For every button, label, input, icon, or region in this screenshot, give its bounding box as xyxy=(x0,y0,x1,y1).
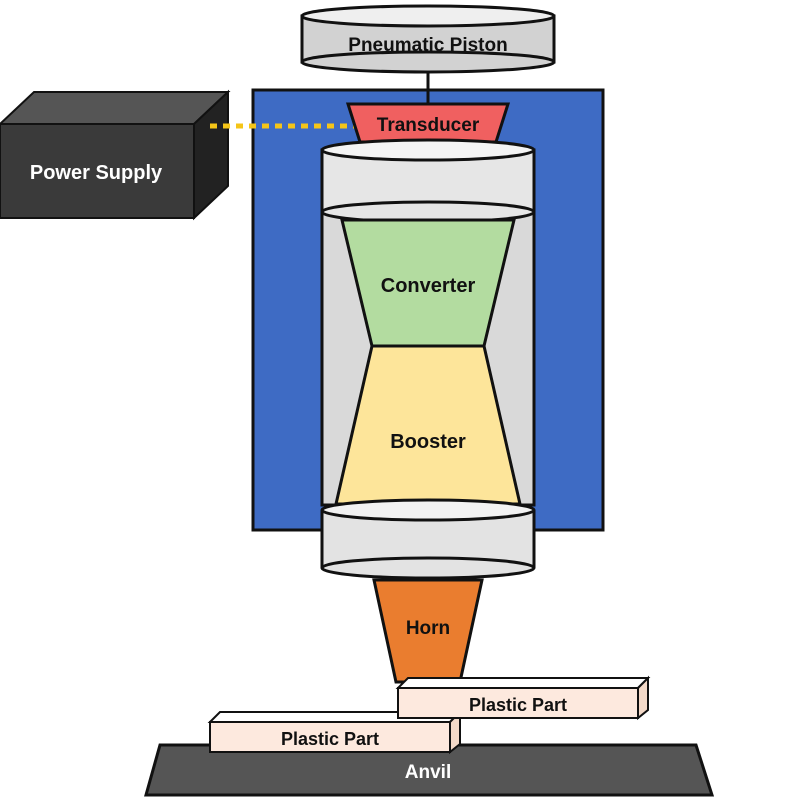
lower-cylinder xyxy=(320,498,536,580)
transducer-label: Transducer xyxy=(377,115,480,136)
horn-label: Horn xyxy=(406,618,450,639)
transducer: Transducer xyxy=(345,102,511,144)
pneumatic-piston: Pneumatic Piston xyxy=(300,4,556,74)
anvil-label: Anvil xyxy=(405,762,451,783)
plastic-part-bottom-label: Plastic Part xyxy=(281,729,379,749)
plastic-part-top-label: Plastic Part xyxy=(469,695,567,715)
booster-label: Booster xyxy=(390,431,466,453)
power-supply-label: Power Supply xyxy=(30,162,163,184)
horn: Horn xyxy=(372,578,484,684)
power-supply: Power Supply xyxy=(0,89,231,221)
booster: Booster xyxy=(334,344,522,506)
converter: Converter xyxy=(340,218,516,348)
plastic-part-top: Plastic Part xyxy=(395,675,651,721)
anvil: Anvil xyxy=(144,743,715,797)
pneumatic-piston-label: Pneumatic Piston xyxy=(348,35,507,56)
converter-label: Converter xyxy=(381,275,476,297)
